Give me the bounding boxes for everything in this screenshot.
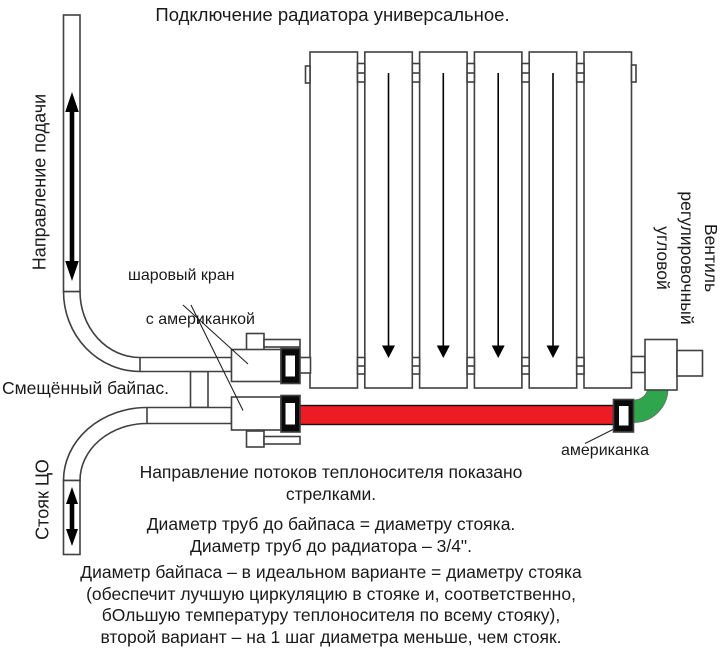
angle-valve-label-line1: Вентиль	[701, 223, 721, 293]
green-elbow-pipe	[633, 388, 669, 423]
diameter-note-1: Диаметр труб до байпаса = диаметру стояк…	[0, 514, 662, 557]
riser-direction-arrow	[66, 487, 78, 546]
radiator-left-plug	[304, 65, 311, 84]
radiator-right-plug	[630, 64, 637, 83]
flow-note-line2: стрелками.	[285, 483, 377, 504]
bypass-pipe-red	[299, 404, 615, 426]
leader-line-union	[584, 429, 614, 444]
diameter-note-1-line2: Диаметр труб до радиатора – 3/4".	[189, 535, 473, 556]
leader-line-bottom-valve	[190, 304, 244, 411]
page-title: Подключение радиатора универсальное.	[155, 4, 510, 25]
radiator-section	[583, 51, 633, 389]
leader-lines	[182, 304, 614, 444]
ball-valve-label-line1: шаровый кран	[128, 267, 235, 284]
valve-lever-bar	[263, 435, 301, 445]
bypass-offset-connector	[189, 370, 209, 409]
ball-valve-bottom	[230, 394, 301, 448]
diameter-note-2-line3: бОльшую температуру теплоносителя по все…	[101, 605, 561, 625]
angle-valve-label: Вентиль регулировочный угловой	[649, 168, 723, 348]
diameter-note-1-line1: Диаметр труб до байпаса = диаметру стояк…	[146, 514, 516, 534]
valve-knob	[676, 349, 704, 377]
angle-valve-label-line3: угловой	[653, 226, 673, 290]
flow-note: Направление потоков теплоносителя показа…	[0, 462, 662, 505]
bypass-label: Смещённый байпас.	[2, 378, 170, 398]
angle-control-valve	[630, 338, 704, 391]
notes-block: Направление потоков теплоносителя показа…	[0, 462, 662, 648]
union-label: американка	[561, 442, 649, 459]
diameter-note-2-line4: второй вариант – на 1 шаг диаметра меньш…	[100, 626, 562, 647]
radiator	[304, 51, 637, 389]
radiator-section	[309, 51, 359, 389]
leader-line-top-valve	[182, 304, 249, 365]
valve-lever-bar	[263, 338, 301, 348]
diameter-note-2: Диаметр байпаса – в идеальном варианте =…	[0, 562, 662, 648]
valve-lever	[245, 332, 265, 351]
supply-direction-arrow	[65, 92, 79, 281]
diameter-note-2-line2: (обеспечит лучшую циркуляцию в стояке и,…	[86, 583, 576, 604]
valve-body	[230, 396, 282, 431]
valve-body	[230, 348, 282, 383]
ball-valve-label: шаровый кран с американкой	[128, 265, 255, 331]
diameter-note-2-line1: Диаметр байпаса – в идеальном варианте =…	[80, 562, 582, 582]
valve-lever	[245, 430, 265, 448]
section-flow-arrows	[382, 73, 560, 358]
ball-valve-top	[230, 332, 312, 385]
supply-direction-label: Направление подачи	[29, 93, 50, 271]
angle-valve-label-line2: регулировочный	[677, 191, 697, 325]
flow-note-line1: Направление потоков теплоносителя показа…	[139, 462, 523, 482]
union-nut-right-icon	[612, 398, 635, 433]
ball-valve-label-line2: с американкой	[145, 311, 255, 328]
